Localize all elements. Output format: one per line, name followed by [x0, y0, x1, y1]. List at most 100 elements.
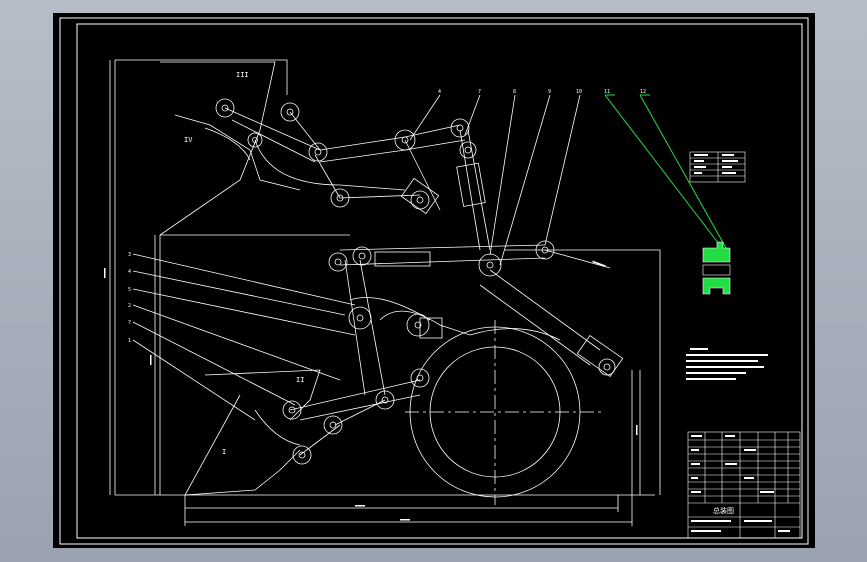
lower-bucket-curve — [254, 409, 301, 446]
detail-table-marks — [694, 154, 738, 174]
mark — [691, 491, 701, 493]
leader-top-7 — [464, 94, 481, 136]
boom-curve-2 — [379, 310, 561, 341]
mark — [694, 172, 702, 174]
arm-3b — [319, 149, 406, 163]
leader-1 — [132, 339, 256, 421]
note-line — [686, 378, 736, 380]
callout-11: 11 — [604, 89, 610, 95]
pivot — [280, 102, 300, 122]
pivot — [352, 246, 372, 266]
detail-table — [689, 151, 746, 183]
dim-text — [150, 355, 152, 365]
left-callout-7: 7 — [128, 320, 131, 326]
arm-1 — [224, 107, 321, 151]
dimension-text-marks — [104, 260, 638, 521]
region-label-ii: II — [296, 376, 304, 384]
pivot — [215, 98, 235, 118]
pivot — [459, 141, 477, 159]
lower-link-1 — [289, 379, 421, 411]
lower-cylinder — [576, 334, 624, 378]
pulley-gap — [702, 264, 731, 276]
pivot — [330, 188, 350, 208]
mark — [760, 491, 774, 493]
lower-link-3 — [299, 424, 341, 456]
pivot-pin — [314, 148, 322, 156]
mark — [744, 520, 772, 522]
arm-diag — [404, 139, 441, 211]
lower-link-2 — [299, 394, 421, 421]
leader-top-9 — [499, 94, 551, 266]
lower-bucket-top — [204, 369, 321, 421]
mark — [744, 449, 756, 451]
title-block-frame — [687, 431, 801, 539]
pivot-joints — [215, 98, 616, 465]
mark — [722, 154, 734, 156]
pivot-pin — [336, 194, 344, 202]
mechanism-linework — [109, 59, 661, 526]
highlighted-detail[interactable] — [604, 94, 731, 295]
arm-vertical-b — [467, 129, 491, 251]
left-callout-5: 5 — [128, 287, 131, 293]
dim-text — [355, 505, 365, 507]
arm-1b — [231, 119, 316, 163]
mark — [691, 449, 699, 451]
mid-cylinder — [374, 251, 431, 267]
mark — [725, 463, 737, 465]
mark — [744, 477, 754, 479]
lower-bucket-outline — [184, 394, 301, 496]
cylinder-block-1 — [400, 177, 440, 215]
arm-vertical — [459, 129, 481, 251]
pivot-pin — [416, 196, 424, 204]
note-line — [686, 360, 758, 362]
pivot — [410, 190, 430, 210]
mark — [694, 160, 704, 162]
upper-bucket-outline — [159, 61, 276, 236]
arm-4 — [314, 154, 341, 199]
mark — [778, 530, 790, 532]
pivot — [450, 118, 470, 138]
pivot — [410, 368, 430, 388]
title-block-marks — [691, 435, 790, 532]
mark — [725, 435, 735, 437]
callout-10: 10 — [576, 89, 582, 95]
left-callout-2: 2 — [128, 303, 131, 309]
dim-text — [400, 519, 410, 521]
note-line — [690, 348, 708, 350]
title-block — [687, 431, 801, 539]
green-pulley-top — [702, 241, 731, 263]
pivot-pin — [464, 146, 472, 154]
mid-link-top — [339, 244, 546, 251]
pivot-pin — [334, 258, 342, 266]
callout-4: 4 — [438, 89, 441, 95]
leader-12 — [639, 94, 727, 249]
pivot-pin — [286, 108, 294, 116]
boom-right — [359, 259, 386, 396]
pivot-pin — [456, 124, 464, 132]
sheet-inner-border — [76, 23, 803, 539]
pivot — [375, 390, 395, 410]
pivot — [348, 306, 372, 330]
sheet-outer-border — [59, 17, 809, 545]
cylinder-block-2 — [456, 162, 486, 207]
pivot-pin — [356, 314, 364, 322]
leader-top-10 — [544, 94, 581, 246]
arm-curve — [254, 139, 406, 191]
left-callout-3: 3 — [128, 252, 131, 258]
pivot — [328, 252, 348, 272]
pivot — [478, 253, 502, 277]
detail-table-frame — [689, 151, 746, 183]
region-label-iv: IV — [184, 136, 193, 144]
callout-8: 8 — [513, 89, 516, 95]
pivot — [323, 415, 343, 435]
arm-5b — [404, 139, 466, 151]
pivot-pin — [288, 406, 296, 414]
mid-link-bottom — [339, 257, 546, 266]
green-pulley-bottom — [702, 277, 731, 295]
pivot — [394, 129, 416, 151]
left-callout-4: 4 — [128, 269, 131, 275]
region-label-i: I — [222, 448, 226, 456]
dim-text — [592, 260, 606, 267]
